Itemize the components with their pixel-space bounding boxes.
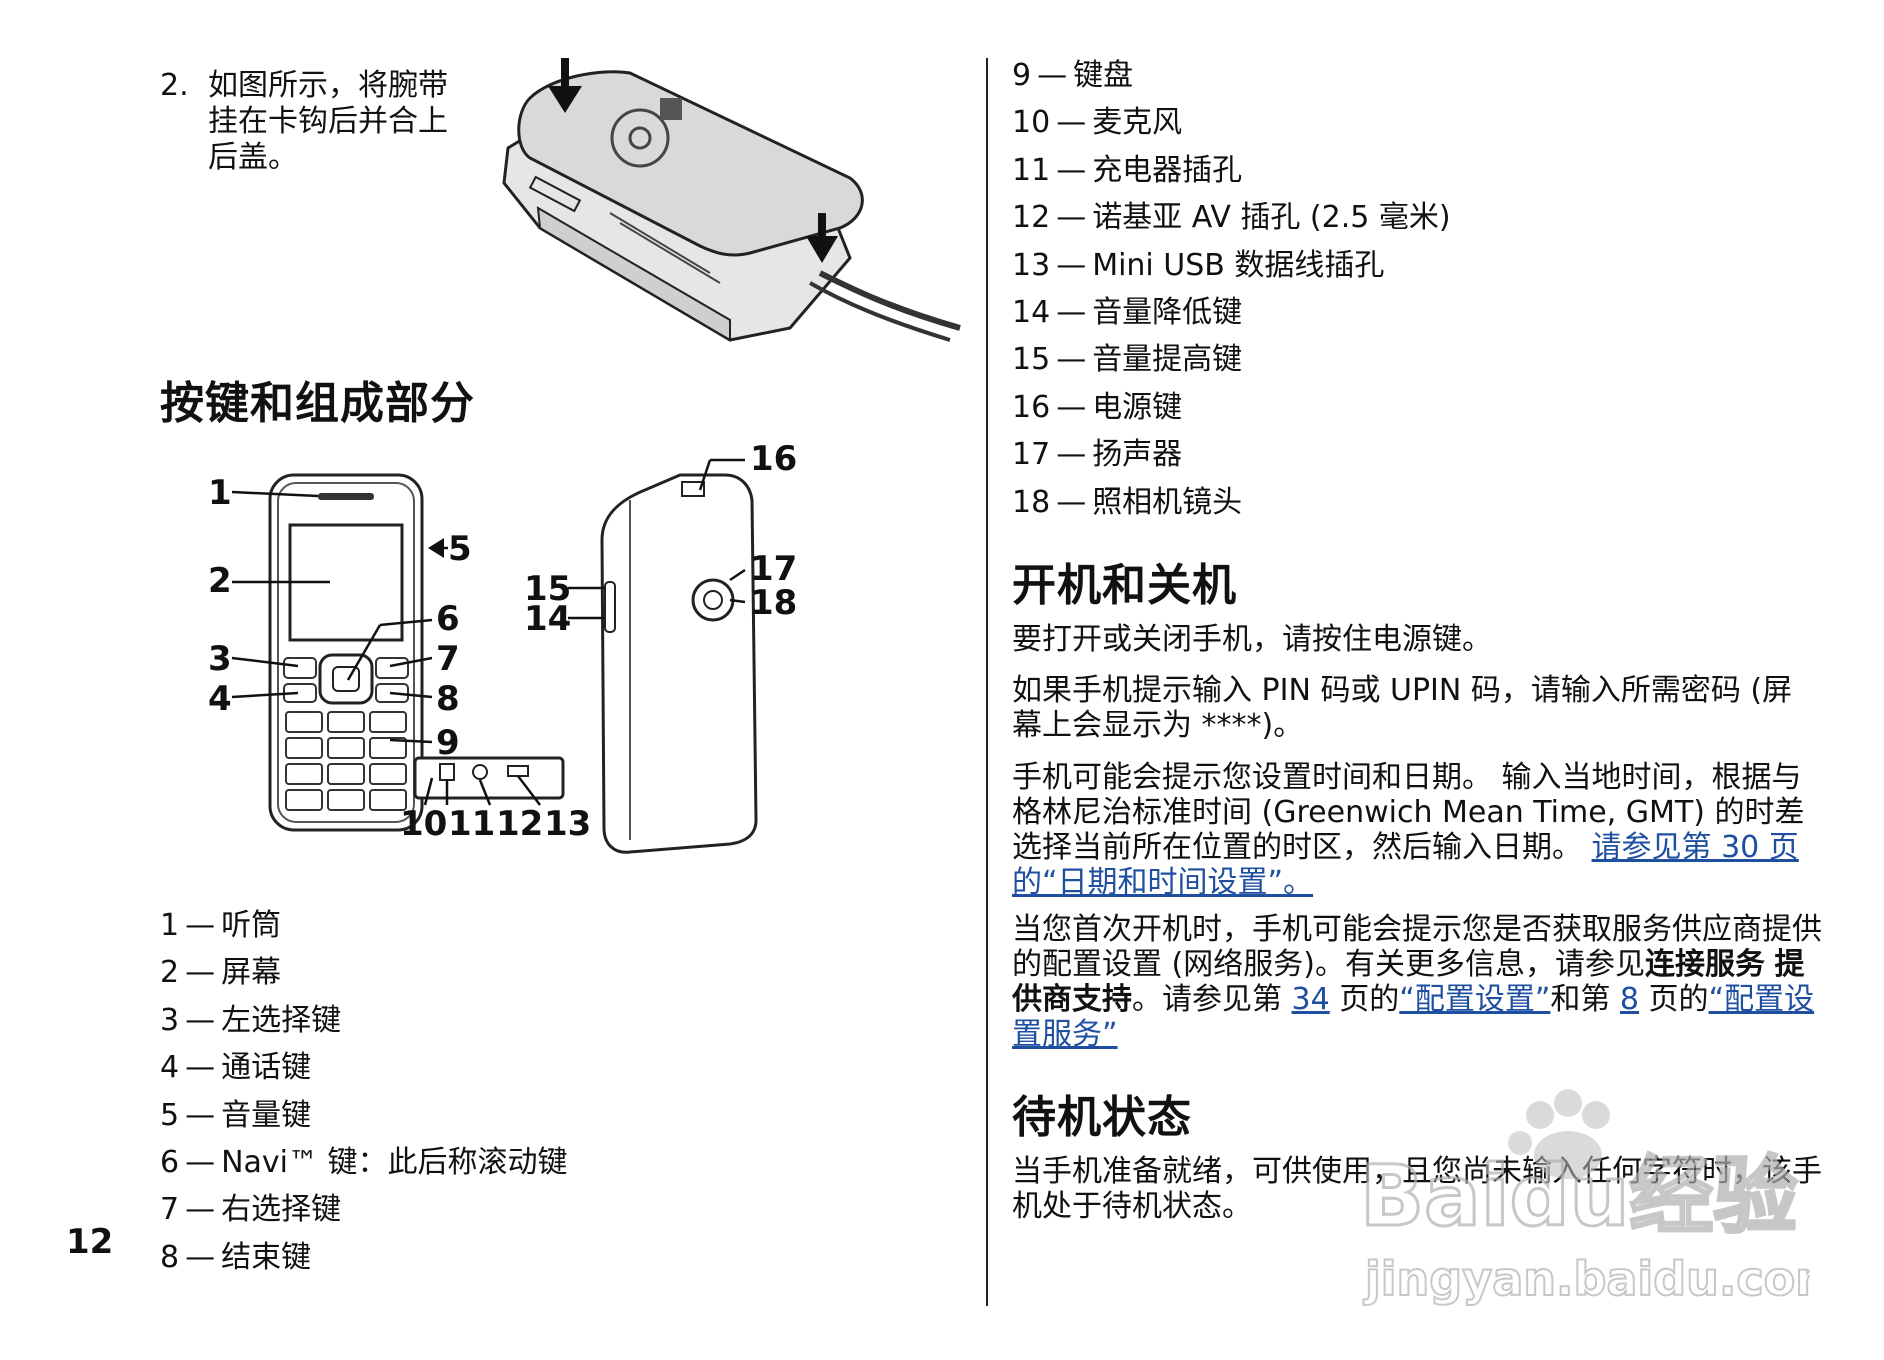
list-item: 12—诺基亚 AV 插孔 (2.5 毫米): [1012, 200, 1451, 236]
callout-9: 9: [436, 723, 460, 763]
callout-15: 15: [524, 569, 571, 609]
callout-8: 8: [436, 679, 460, 719]
config-settings-link[interactable]: “配置设置”: [1399, 982, 1551, 1017]
callout-6: 6: [436, 599, 460, 639]
list-item: 4—通话键: [160, 1050, 312, 1086]
list-item: 8—结束键: [160, 1239, 312, 1275]
watermark-url: jingyan.baidu.com: [1363, 1252, 1810, 1306]
section-title-power: 开机和关机: [1012, 560, 1237, 611]
callout-13: 13: [544, 804, 591, 844]
page-number: 12: [66, 1222, 114, 1262]
callout-16: 16: [750, 439, 797, 479]
list-item: 10—麦克风: [1012, 105, 1183, 141]
callout-17: 17: [750, 549, 797, 589]
standby-paragraph: 当手机准备就绪，可供使用，且您尚未输入任何字符时，该手机处于待机状态。: [1012, 1154, 1822, 1224]
step-number: 2.: [160, 68, 189, 103]
callout-11: 11: [448, 804, 495, 844]
list-item: 17—扬声器: [1012, 437, 1183, 473]
list-item: 11—充电器插孔: [1012, 152, 1243, 188]
page-8-link[interactable]: 8: [1619, 982, 1640, 1017]
power-paragraph-4: 当您首次开机时，手机可能会提示您是否获取服务供应商提供的配置设置 (网络服务)。…: [1012, 912, 1822, 1052]
list-item: 6—Navi™ 键：此后称滚动键: [160, 1144, 568, 1180]
callout-18: 18: [750, 583, 797, 623]
list-item: 1—听筒: [160, 908, 282, 943]
callout-2: 2: [208, 561, 232, 601]
parts-list-left: 1—听筒 2—屏幕 3—左选择键 4—通话键 5—音量键 6—Navi™ 键：此…: [160, 902, 568, 1281]
list-item: 2—屏幕: [160, 955, 282, 991]
power-paragraph-1: 要打开或关闭手机，请按住电源键。: [1012, 622, 1492, 657]
callout-12: 12: [496, 804, 543, 844]
list-item: 3—左选择键: [160, 1002, 342, 1038]
config-settings-service-link[interactable]: “配置设置服务”: [1012, 982, 1815, 1052]
callout-14: 14: [524, 599, 571, 639]
page-34-link[interactable]: 34: [1291, 982, 1330, 1017]
list-item: 13—Mini USB 数据线插孔: [1012, 247, 1385, 283]
callout-4: 4: [208, 679, 232, 719]
keys-parts-illustration: 1 2 3 4 5 6 7 8 9 10 11 12 13 14 15 16 1…: [200, 430, 960, 890]
callout-5: 5: [448, 529, 472, 569]
callout-10: 10: [400, 804, 447, 844]
list-item: 16—电源键: [1012, 389, 1183, 425]
section-title-keys: 按键和组成部分: [160, 378, 475, 429]
power-paragraph-3: 手机可能会提示您设置时间和日期。 输入当地时间，根据与格林尼治标准时间 (Gre…: [1012, 760, 1805, 900]
callout-1: 1: [208, 473, 232, 513]
column-divider: [986, 58, 988, 1306]
section-title-standby: 待机状态: [1012, 1092, 1192, 1143]
list-item: 18—照相机镜头: [1012, 484, 1243, 520]
callout-7: 7: [436, 639, 460, 679]
power-paragraph-2: 如果手机提示输入 PIN 码或 UPIN 码，请输入所需密码 (屏幕上会显示为 …: [1012, 673, 1793, 743]
wrist-strap-illustration: [490, 58, 970, 348]
list-item: 15—音量提高键: [1012, 342, 1243, 378]
step-text: 如图所示，将腕带挂在卡钩后并合上后盖。: [208, 68, 448, 175]
list-item: 5—音量键: [160, 1097, 312, 1133]
parts-list-right: 9—键盘 10—麦克风 11—充电器插孔 12—诺基亚 AV 插孔 (2.5 毫…: [1012, 52, 1451, 526]
list-item: 9—键盘: [1012, 58, 1134, 93]
date-time-settings-link[interactable]: 请参见第 30 页的“日期和时间设置”。: [1012, 830, 1799, 900]
list-item: 7—右选择键: [160, 1192, 342, 1228]
callout-3: 3: [208, 639, 232, 679]
list-item: 14—音量降低键: [1012, 294, 1243, 330]
